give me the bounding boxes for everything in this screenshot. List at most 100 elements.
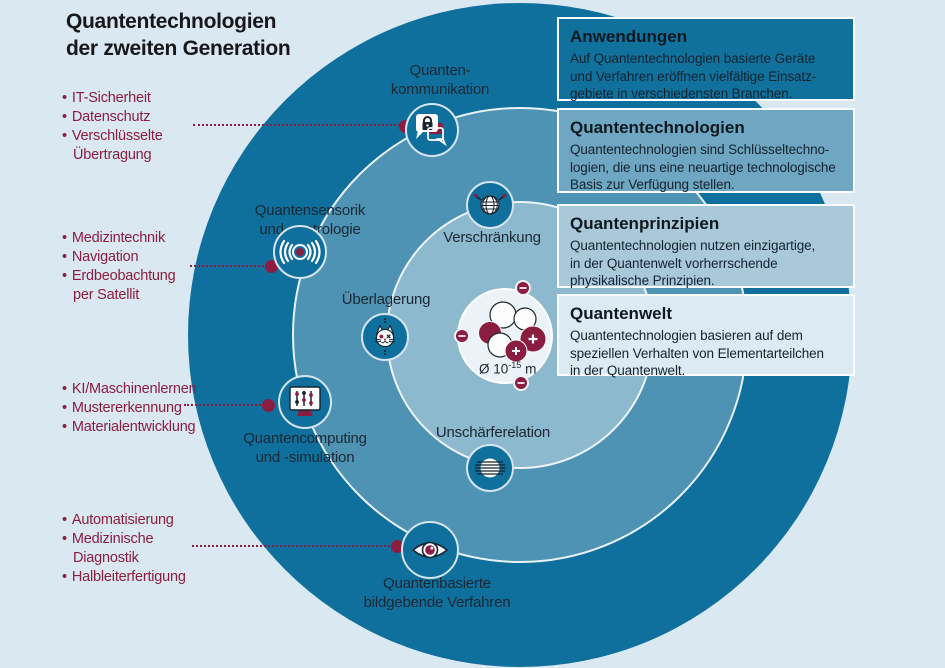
- bullet: •: [62, 381, 67, 397]
- infobox-quantenwelt: Quantenwelt Quantentechnologien basieren…: [557, 294, 855, 378]
- label-line: kommunikation: [390, 80, 490, 98]
- label-line: Quantencomputing: [243, 430, 367, 447]
- infobox-line: Auf Quantentechnologien basierte Geräte: [570, 51, 816, 66]
- diameter-value: Ø 10: [479, 361, 509, 377]
- electron-icon: [454, 328, 470, 344]
- quantum-computer-monitor-icon: [289, 386, 321, 416]
- sensing-node: [273, 225, 327, 279]
- connector-communication: [193, 124, 400, 126]
- bullet: •: [62, 249, 67, 265]
- list-item: •Medizintechnik: [62, 229, 176, 248]
- bullet: •: [62, 230, 67, 246]
- infobox-quantentechnologien: Quantentechnologien Quantentechnologien …: [557, 108, 855, 193]
- list-item: •Halbleiterfertigung: [62, 568, 186, 587]
- list-item: •Materialentwicklung: [62, 418, 196, 437]
- label-line: Quantensensorik: [254, 202, 366, 219]
- infobox-line: gebiete in verschiedensten Branchen.: [570, 86, 793, 101]
- title-line1: Quantentechnologien: [66, 10, 277, 33]
- bullet: •: [62, 109, 67, 125]
- list-item-label: Datenschutz: [71, 109, 151, 125]
- infobox-title: Quantenwelt: [570, 304, 673, 323]
- schroedinger-cat-icon: [374, 318, 396, 355]
- bullet: •: [62, 128, 67, 144]
- connector-imaging: [192, 545, 394, 547]
- electron-icon: [513, 375, 529, 391]
- bullet: •: [62, 531, 67, 547]
- list-item: •Verschlüsselte: [62, 127, 163, 146]
- list-computing-apps: •KI/Maschinenlernen •Mustererkennung •Ma…: [62, 380, 197, 437]
- infobox-line: in der Quantenwelt vorherrschende: [570, 255, 778, 271]
- label-line: bildgebende Verfahren: [363, 593, 511, 611]
- list-item-label: Halbleiterfertigung: [71, 569, 186, 585]
- connector-dot-imaging: [391, 540, 404, 553]
- infobox-title: Quantenprinzipien: [570, 214, 720, 233]
- list-item: •IT-Sicherheit: [62, 89, 163, 108]
- bullet: •: [62, 90, 67, 106]
- infobox-line: und Verfahren eröffnen vielfältige Einsa…: [570, 68, 817, 84]
- entangled-globe-icon: [473, 193, 507, 215]
- list-item-label: IT-Sicherheit: [71, 90, 151, 106]
- bullet: •: [62, 569, 67, 585]
- atom-nucleus-icon: [454, 280, 547, 391]
- list-item-continuation: per Satellit: [62, 286, 176, 305]
- signal-waves-icon: [279, 239, 321, 265]
- infobox-line: Quantentechnologien nutzen einzigartige,: [570, 238, 816, 253]
- electron-icon: [515, 280, 531, 296]
- list-item-label: KI/Maschinenlernen: [71, 381, 197, 397]
- list-item: •KI/Maschinenlernen: [62, 380, 197, 399]
- infobox-anwendungen: Anwendungen Auf Quantentechnologien basi…: [557, 17, 855, 101]
- infobox-line: logien, die uns eine neuartige technolog…: [570, 159, 836, 175]
- label-unschaerferelation: Unschärferelation: [435, 424, 551, 441]
- bullet: •: [62, 268, 67, 284]
- list-item-label: Medizinische: [71, 531, 154, 547]
- infobox-line: Basis zur Verfügung stellen.: [570, 177, 735, 192]
- infobox-quantenprinzipien: Quantenprinzipien Quantentechnologien nu…: [557, 204, 855, 288]
- nucleus-diameter-label: Ø 10-15 m: [479, 360, 569, 377]
- label-quantenkommunikation: Quanten- kommunikation: [350, 62, 530, 99]
- imaging-node: [401, 521, 459, 579]
- label-quantenbasierte-verfahren: Quantenbasierte bildgebende Verfahren: [327, 575, 547, 612]
- list-item-label: per Satellit: [73, 287, 140, 303]
- list-imaging-apps: •Automatisierung •Medizinische Diagnosti…: [62, 511, 186, 587]
- list-item: •Medizinische: [62, 530, 186, 549]
- bullet: •: [62, 400, 67, 416]
- infobox-title: Quantentechnologien: [570, 118, 745, 137]
- label-ueberlagerung: Überlagerung: [341, 291, 431, 308]
- communication-node: [405, 103, 459, 157]
- list-item: •Automatisierung: [62, 511, 186, 530]
- infobox-line: in der Quantenwelt.: [570, 363, 686, 378]
- list-item-label: Übertragung: [73, 147, 152, 163]
- diameter-exponent: -15: [508, 360, 522, 370]
- list-item-label: Diagnostik: [73, 550, 139, 566]
- label-verschraenkung: Verschränkung: [443, 229, 541, 246]
- infobox-line: Quantentechnologien basieren auf dem: [570, 328, 803, 343]
- list-item-label: Materialentwicklung: [71, 419, 196, 435]
- label-quantencomputing: Quantencomputing und -simulation: [215, 430, 395, 467]
- infobox-title: Anwendungen: [570, 27, 688, 46]
- list-item-label: Verschlüsselte: [71, 128, 163, 144]
- title-line2: der zweiten Generation: [66, 37, 291, 60]
- list-it-security: •IT-Sicherheit •Datenschutz •Verschlüsse…: [62, 89, 163, 165]
- label-line: Quantenbasierte: [383, 575, 491, 592]
- connector-computing: [184, 404, 264, 406]
- list-item-label: Mustererkennung: [71, 400, 182, 416]
- entanglement-node: [466, 181, 514, 229]
- blurred-particle-icon: [474, 458, 506, 478]
- label-line: Quanten-: [409, 62, 471, 79]
- list-sensing-apps: •Medizintechnik •Navigation •Erdbeobacht…: [62, 229, 176, 305]
- list-item: •Mustererkennung: [62, 399, 196, 418]
- list-item: •Navigation: [62, 248, 176, 267]
- infobox-line: Quantentechnologien sind Schlüsseltechno…: [570, 142, 830, 157]
- list-item-label: Medizintechnik: [71, 230, 165, 246]
- superposition-node: [361, 313, 409, 361]
- list-item-label: Erdbeobachtung: [71, 268, 176, 284]
- infobox-line: physikalische Prinzipien.: [570, 273, 715, 288]
- list-item: •Datenschutz: [62, 108, 163, 127]
- lock-speech-bubbles-icon: [416, 114, 447, 147]
- bullet: •: [62, 419, 67, 435]
- bullet: •: [62, 512, 67, 528]
- label-line: und -simulation: [255, 448, 355, 466]
- list-item-continuation: Übertragung: [62, 146, 163, 165]
- list-item-continuation: Diagnostik: [62, 549, 186, 568]
